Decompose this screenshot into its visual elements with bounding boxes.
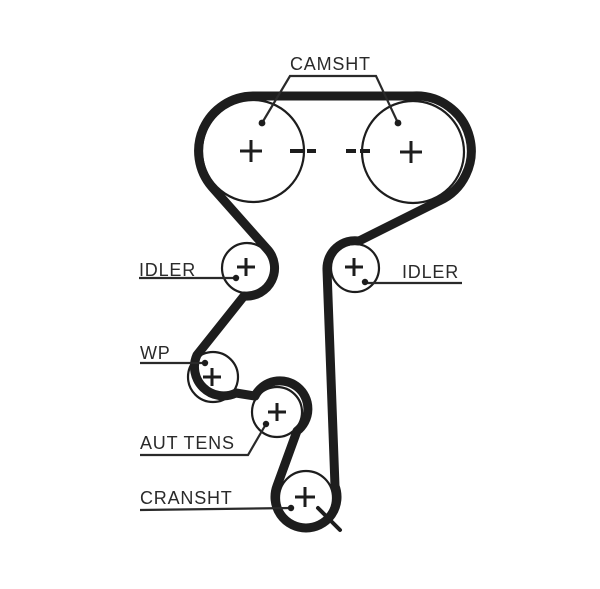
camshaft-label: CAMSHT (290, 54, 371, 74)
labels: CAMSHT IDLER IDLER WP AUT TENS CRANSHT (139, 54, 459, 508)
crankshaft-crosshair-icon (295, 487, 315, 507)
camshaft-leader-line (261, 74, 399, 124)
idler-left-leader-dot (232, 274, 240, 282)
water-pump-crosshair-icon (203, 368, 221, 386)
idler-right-leader-dot (361, 278, 369, 286)
leader-dots (201, 119, 402, 512)
tensioner-crosshair-icon (268, 403, 286, 421)
camshaft-right-leader-dot (394, 119, 402, 127)
camshaft-left-crosshair-icon (240, 140, 262, 162)
timing-alignment-marks (290, 149, 370, 532)
idler-left-label: IDLER (139, 260, 196, 280)
water-pump-label: WP (140, 343, 171, 363)
idler-right-label: IDLER (402, 262, 459, 282)
idler-left-crosshair-icon (237, 258, 255, 276)
tensioner-leader-dot (262, 420, 270, 428)
timing-belt-path (189, 91, 476, 533)
crankshaft-label: CRANSHT (140, 488, 233, 508)
crankshaft-alignment-mark-icon (316, 506, 342, 532)
camshaft-left-leader-dot (258, 119, 266, 127)
crankshaft-leader-line (139, 506, 292, 512)
tensioner-leader-line (140, 423, 267, 457)
camshaft-right-crosshair-icon (400, 141, 422, 163)
water-pump-leader-dot (201, 359, 209, 367)
tensioner-label: AUT TENS (140, 433, 235, 453)
pulley-center-marks (203, 140, 422, 507)
leader-lines (139, 74, 462, 512)
idler-right-crosshair-icon (345, 258, 363, 276)
crankshaft-leader-dot (287, 504, 295, 512)
